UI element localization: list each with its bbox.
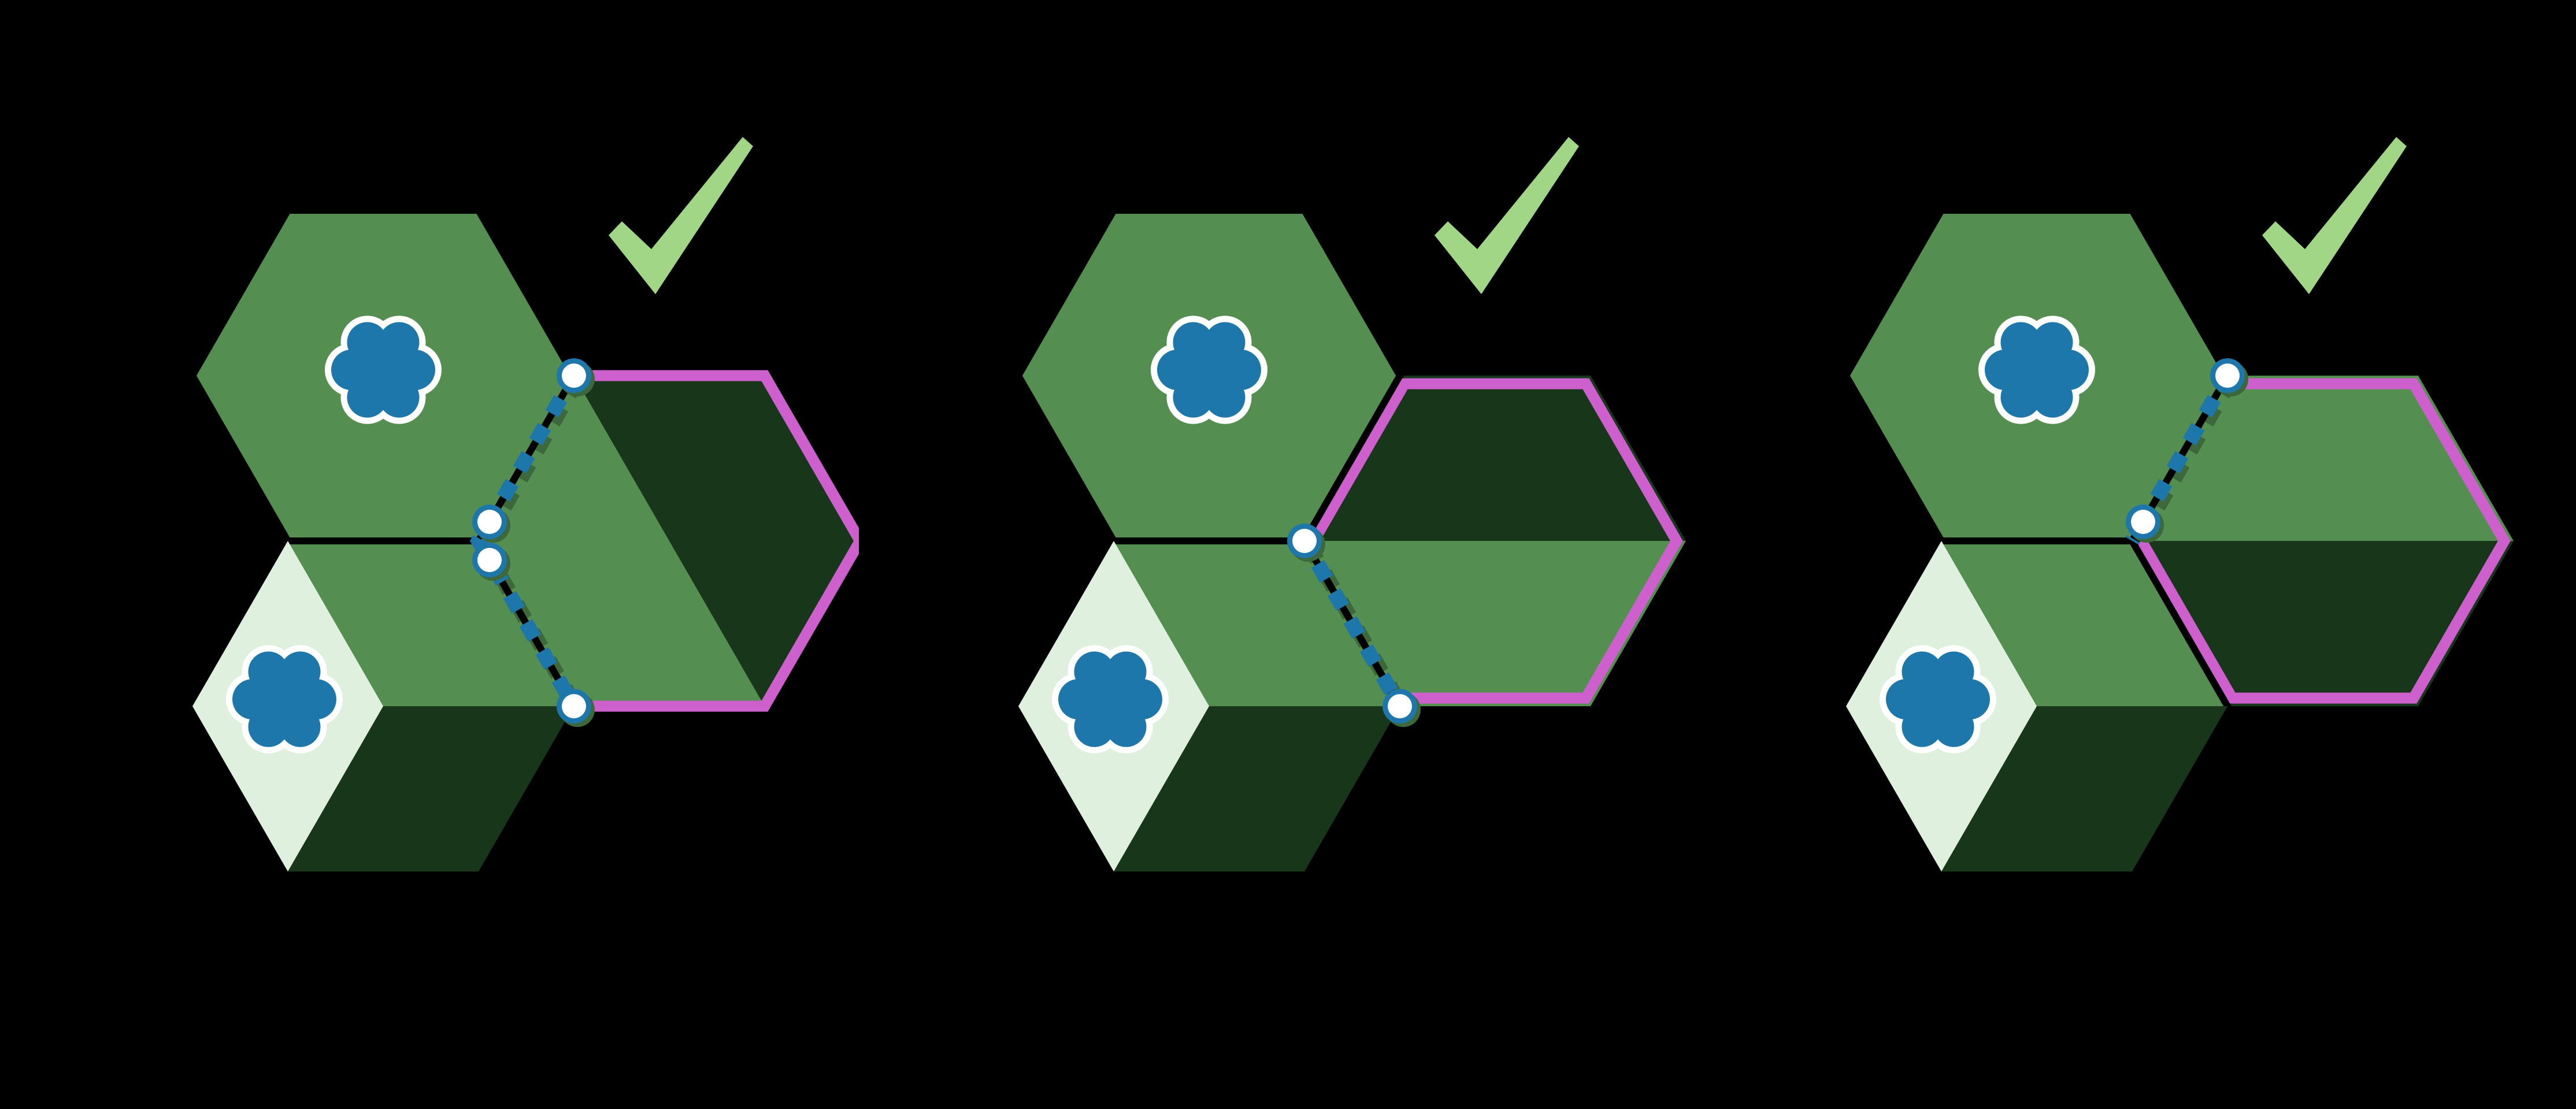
flower-center — [1178, 339, 1240, 400]
diagram-group — [1014, 137, 1686, 875]
diagram-group — [188, 137, 859, 875]
connection-dot — [472, 505, 507, 539]
flower-icon — [1151, 316, 1267, 424]
piece-outline — [2136, 378, 2511, 704]
panel-1 — [0, 0, 859, 1109]
piece-shadow-half — [1304, 376, 1686, 541]
dashed-glue-edge — [469, 372, 581, 710]
connection-dot-core — [562, 364, 586, 388]
hex-diagram — [1842, 137, 2514, 875]
dashed-glue-edge — [1298, 537, 1407, 710]
connection-dot — [1382, 689, 1417, 724]
piece-outline — [574, 370, 859, 712]
flower-center — [1080, 669, 1141, 730]
flower-center — [353, 339, 414, 400]
connection-dot-core — [1388, 694, 1412, 718]
connection-dot-core — [2215, 364, 2240, 388]
connection-dot — [1287, 524, 1322, 558]
flower-center — [1907, 669, 1969, 730]
connection-dot — [2126, 505, 2160, 539]
piece-lit-half — [1304, 541, 1686, 706]
checkmark-icon — [609, 137, 753, 294]
connection-dot-core — [477, 510, 502, 534]
flower-icon — [325, 316, 442, 424]
piece-outline — [1309, 378, 1683, 704]
connection-dot — [2210, 358, 2245, 393]
flower-center — [2006, 339, 2067, 400]
panel-2 — [859, 0, 1718, 1109]
connection-dot — [557, 358, 591, 393]
checkmark-icon — [1435, 137, 1579, 294]
piece-shadow-half — [2132, 541, 2514, 706]
hex-diagram — [188, 137, 859, 875]
piece-shadow-half — [574, 376, 859, 706]
connection-dot — [472, 543, 507, 577]
connection-dot-core — [2131, 510, 2155, 534]
piece-lit-half — [479, 376, 765, 706]
hex-diagram — [1014, 137, 1686, 875]
flower-icon — [1052, 645, 1169, 754]
connection-dot-core — [477, 548, 502, 572]
connection-dot-core — [562, 694, 586, 718]
connection-dot — [557, 689, 591, 724]
flower-icon — [226, 645, 343, 754]
flower-icon — [1978, 316, 2095, 424]
flower-center — [254, 669, 315, 730]
flower-icon — [1880, 645, 1996, 754]
checkmark-icon — [2262, 137, 2407, 294]
connection-dot-core — [1292, 529, 1317, 553]
diagram-group — [1842, 137, 2514, 875]
panel-3 — [1717, 0, 2576, 1109]
piece-lit-half — [2132, 376, 2514, 541]
